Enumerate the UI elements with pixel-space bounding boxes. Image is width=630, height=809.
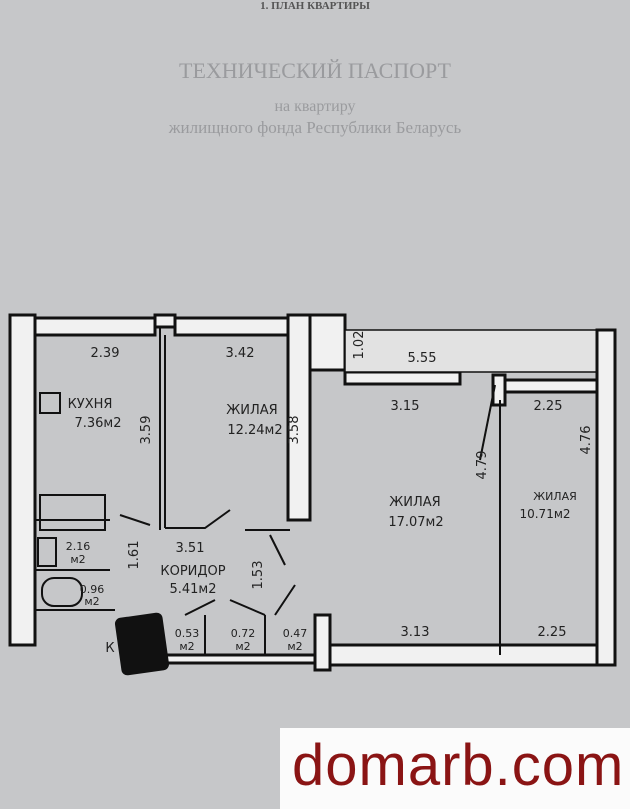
svg-text:3.58: 3.58 [287, 416, 302, 445]
svg-text:м2: м2 [235, 640, 250, 653]
svg-text:2.25: 2.25 [538, 625, 567, 640]
section-title: 1. ПЛАН КВАРТИРЫ [260, 0, 370, 12]
svg-text:3.15: 3.15 [391, 399, 420, 414]
room-area: 17.07м2 [388, 515, 443, 530]
svg-text:3.51: 3.51 [176, 541, 205, 556]
svg-text:3.42: 3.42 [226, 346, 255, 361]
svg-text:2.25: 2.25 [534, 399, 563, 414]
svg-text:м2: м2 [84, 595, 99, 608]
room-name: КОРИДОР [160, 564, 225, 579]
svg-text:м2: м2 [179, 640, 194, 653]
svg-text:4.79: 4.79 [475, 451, 490, 480]
room-area: 7.36м2 [74, 416, 121, 431]
svg-text:м2: м2 [287, 640, 302, 653]
svg-text:0.53: 0.53 [175, 627, 200, 640]
room-area: 5.41м2 [169, 582, 216, 597]
svg-text:4.76: 4.76 [579, 426, 594, 455]
wall-pier [153, 313, 177, 329]
corridor-bottom-wall [158, 653, 317, 665]
svg-text:1.02: 1.02 [352, 331, 367, 360]
svg-text:2.16: 2.16 [66, 540, 91, 553]
room-area: 12.24м2 [227, 423, 282, 438]
svg-text:1.61: 1.61 [127, 541, 142, 570]
document-subtitle: на квартиру [274, 98, 356, 115]
ink-blot [114, 612, 170, 676]
top-wall-kitchen [33, 316, 157, 337]
room-name: ЖИЛАЯ [389, 495, 440, 510]
interior-lines [35, 327, 501, 655]
svg-text:2.39: 2.39 [91, 346, 120, 361]
watermark: domarb.com [280, 728, 630, 809]
room-name: КУХНЯ [68, 397, 113, 412]
room-area: 10.71м2 [519, 507, 570, 521]
room-name: ЖИЛАЯ [226, 403, 277, 418]
left-outer-wall [8, 313, 37, 647]
svg-text:0.47: 0.47 [283, 627, 308, 640]
svg-text:0.96: 0.96 [80, 583, 105, 596]
partial-label: К [105, 641, 114, 656]
walls [8, 313, 617, 672]
wall-block [286, 313, 312, 522]
room-labels: КУХНЯ 7.36м2 ЖИЛАЯ 12.24м2 ЖИЛАЯ 17.07м2… [68, 397, 577, 597]
svg-text:1.53: 1.53 [251, 561, 266, 590]
svg-text:3.13: 3.13 [401, 625, 430, 640]
dimension-labels: 2.39 3.42 1.02 5.55 3.59 3.58 3.15 2.25 … [91, 331, 594, 656]
svg-text:5.55: 5.55 [408, 351, 437, 366]
wall-step [308, 313, 347, 372]
watermark-text: domarb.com [292, 733, 625, 798]
svg-text:3.59: 3.59 [139, 416, 154, 445]
partition-wall [343, 370, 462, 386]
bottom-wall [318, 643, 599, 667]
document-title: ТЕХНИЧЕСКИЙ ПАСПОРТ [179, 58, 451, 83]
svg-text:м2: м2 [70, 553, 85, 566]
room-name: ЖИЛАЯ [533, 490, 577, 503]
document-subtitle-2: жилищного фонда Республики Беларусь [168, 118, 462, 137]
svg-text:0.72: 0.72 [231, 627, 256, 640]
balcony-wall [344, 329, 598, 373]
top-wall-room1 [173, 316, 290, 337]
bottom-wall-block [313, 613, 332, 672]
right-outer-wall [595, 328, 617, 667]
wall-top-right [503, 378, 599, 394]
